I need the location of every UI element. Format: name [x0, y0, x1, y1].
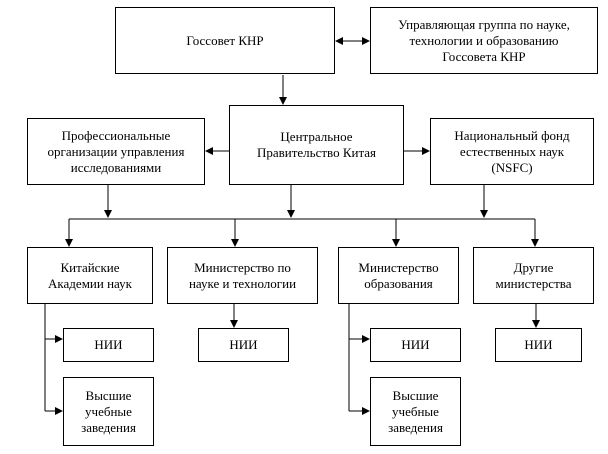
- node-univ-cas: Высшие учебные заведения: [63, 377, 154, 446]
- node-label: Китайские Академии наук: [48, 259, 132, 291]
- node-label: Центральное Правительство Китая: [256, 129, 377, 160]
- node-moe: Министерство образования: [338, 247, 459, 304]
- node-label: НИИ: [524, 337, 553, 352]
- node-gossovet: Госсовет КНР: [115, 7, 335, 74]
- node-label: Профессиональные организации управления …: [47, 127, 185, 175]
- node-mgmt-group: Управляющая группа по науке, технологии …: [370, 7, 598, 74]
- node-most: Министерство по науке и технологии: [167, 247, 318, 304]
- node-prof-orgs: Профессиональные организации управления …: [27, 118, 205, 185]
- node-label: Министерство образования: [358, 259, 439, 291]
- node-label: НИИ: [401, 337, 430, 352]
- node-label: Высшие учебные заведения: [81, 387, 136, 435]
- node-label: Министерство по науке и технологии: [188, 259, 297, 291]
- node-nii-most: НИИ: [198, 328, 289, 362]
- node-central-gov: Центральное Правительство Китая: [229, 105, 404, 185]
- node-nii-other: НИИ: [495, 328, 582, 362]
- node-nsfc: Национальный фонд естественных наук (NSF…: [430, 118, 594, 185]
- node-label: Высшие учебные заведения: [388, 387, 443, 435]
- node-label: НИИ: [94, 337, 123, 352]
- node-nii-moe: НИИ: [370, 328, 461, 362]
- node-univ-moe: Высшие учебные заведения: [370, 377, 461, 446]
- node-label: Другие министерства: [495, 259, 572, 291]
- node-label: Госсовет КНР: [186, 32, 264, 48]
- node-label: Управляющая группа по науке, технологии …: [398, 16, 570, 64]
- node-label: Национальный фонд естественных наук (NSF…: [454, 127, 570, 175]
- node-other-ministries: Другие министерства: [473, 247, 594, 304]
- node-nii-cas: НИИ: [63, 328, 154, 362]
- node-cas: Китайские Академии наук: [27, 247, 153, 304]
- node-label: НИИ: [229, 337, 258, 352]
